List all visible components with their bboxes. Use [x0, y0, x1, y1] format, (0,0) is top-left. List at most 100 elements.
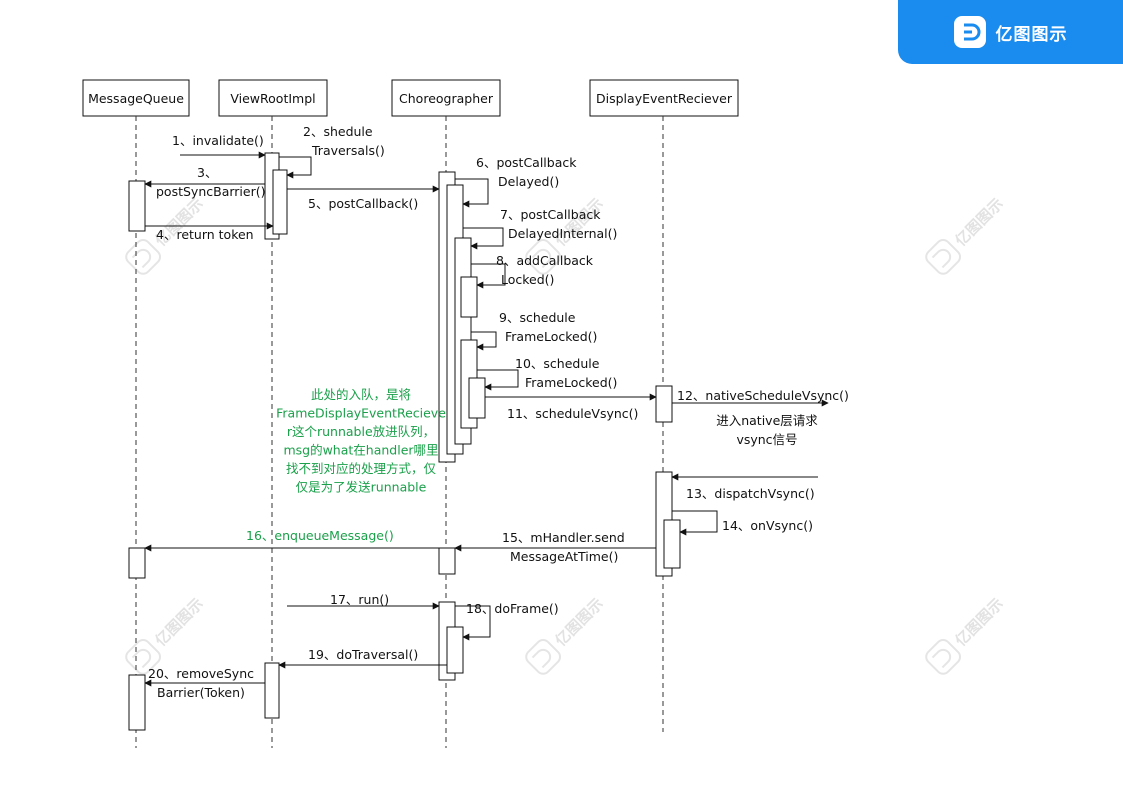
message-label-line: 10、schedule: [515, 356, 600, 371]
activation-bar: [460, 276, 478, 318]
message-label-line: 16、enqueueMessage(): [246, 528, 394, 543]
note-line: 找不到对应的处理方式，仅: [286, 461, 437, 476]
lifeline-label: DisplayEventReciever: [596, 91, 733, 106]
activation-bar: [663, 519, 681, 569]
message-label-line: 5、postCallback(): [308, 196, 418, 211]
edraw-watermark-icon: [925, 638, 962, 675]
message-label-line: 11、scheduleVsync(): [507, 406, 638, 421]
lifeline-vri: ViewRootImpl: [218, 79, 328, 748]
watermark-text: 亿图图示: [552, 195, 607, 250]
message-label-12: 12、nativeScheduleVsync(): [677, 388, 849, 403]
message-label-line: 18、doFrame(): [466, 601, 559, 616]
message-label-line: Delayed(): [498, 174, 559, 189]
activation-bar: [128, 674, 146, 731]
message-label-line: Traversals(): [311, 143, 385, 158]
message-label-line: 7、postCallback: [500, 207, 601, 222]
activation-bar: [264, 662, 280, 719]
lifeline-ch: Choreographer: [391, 79, 501, 748]
watermark-text: 亿图图示: [952, 595, 1007, 650]
message-label-line: Barrier(Token): [157, 685, 245, 700]
activation-bar: [438, 547, 456, 575]
activation-bar: [272, 169, 288, 235]
lifeline-head: [218, 79, 328, 117]
message-label-line: FrameLocked(): [505, 329, 597, 344]
note-line: 此处的入队，是将: [311, 387, 411, 402]
message-arrow-8: [471, 263, 506, 289]
message-label-line: 14、onVsync(): [722, 518, 813, 533]
message-arrow-14: [672, 510, 718, 536]
message-label-17: 17、run(): [330, 592, 389, 607]
message-label-line: MessageAtTime(): [510, 549, 618, 564]
message-arrow-6: [455, 178, 489, 208]
message-label-line: 4、return token: [156, 227, 254, 242]
lifeline-head: [82, 79, 190, 117]
message-label-1: 1、invalidate(): [172, 133, 264, 148]
lifeline-head: [391, 79, 501, 117]
note-line: r这个runnable放进队列，: [287, 424, 435, 439]
note-native-request: 进入native层请求 vsync信号: [716, 413, 818, 447]
message-arrow-9: [471, 331, 497, 351]
brand-name: 亿图图示: [995, 24, 1068, 45]
message-label-line: 2、shedule: [303, 124, 373, 139]
message-label-line: 1、invalidate(): [172, 133, 264, 148]
activation-bar: [128, 180, 146, 232]
watermark-text: 亿图图示: [952, 195, 1007, 250]
lifeline-label: MessageQueue: [88, 91, 184, 106]
message-label-line: 13、dispatchVsync(): [686, 486, 815, 501]
message-arrow-18: [455, 605, 491, 641]
edraw-watermark-icon: [925, 238, 962, 275]
lifeline-label: Choreographer: [399, 91, 494, 106]
edraw-watermark-icon: [525, 638, 562, 675]
note-line: 进入native层请求: [716, 413, 818, 428]
message-label-line: DelayedInternal(): [508, 226, 617, 241]
activation-bar: [128, 547, 146, 579]
activation-bar: [655, 385, 673, 423]
message-label-line: 19、doTraversal(): [308, 647, 418, 662]
message-arrow-2: [279, 156, 312, 179]
edraw-watermark-icon: [525, 238, 562, 275]
message-label-line: postSyncBarrier(): [156, 184, 265, 199]
watermark-text: 亿图图示: [152, 595, 207, 650]
message-label-line: 12、nativeScheduleVsync(): [677, 388, 849, 403]
message-arrow-10: [477, 369, 519, 391]
activation-bar: [446, 626, 464, 674]
message-label-line: 17、run(): [330, 592, 389, 607]
message-label-line: 15、mHandler.send: [502, 530, 625, 545]
watermark: 亿图图示: [925, 595, 1007, 675]
watermark-text: 亿图图示: [552, 595, 607, 650]
message-label-line: 20、removeSync: [148, 666, 254, 681]
lifeline-der: DisplayEventReciever: [589, 79, 739, 732]
message-label-3: 3、 postSyncBarrier(): [156, 165, 265, 199]
activation-bar: [468, 377, 486, 419]
message-label-19: 19、doTraversal(): [308, 647, 418, 662]
note-line: 仅是为了发送runnable: [296, 480, 427, 495]
message-label-4: 4、return token: [156, 227, 254, 242]
message-label-line: Locked(): [501, 272, 554, 287]
note-line: FrameDisplayEventRecieve: [276, 406, 446, 421]
message-label-14: 14、onVsync(): [722, 518, 813, 533]
lifeline-mq: MessageQueue: [82, 79, 190, 748]
message-label-11: 11、scheduleVsync(): [507, 406, 638, 421]
message-label-13: 13、dispatchVsync(): [686, 486, 815, 501]
note-runnable-explanation: 此处的入队，是将 FrameDisplayEventRecieve r这个runna…: [276, 387, 446, 495]
brand-badge: 亿图图示: [898, 0, 1123, 64]
note-line: vsync信号: [736, 432, 797, 447]
edraw-logo-icon: [953, 16, 986, 48]
message-label-line: 3、: [197, 165, 217, 180]
message-label-16: 16、enqueueMessage(): [246, 528, 394, 543]
message-label-18: 18、doFrame(): [466, 601, 559, 616]
message-label-line: 6、postCallback: [476, 155, 577, 170]
note-line: msg的what在handler哪里: [283, 443, 438, 458]
message-label-line: 8、addCallback: [496, 253, 594, 268]
edraw-watermark-icon: [125, 638, 162, 675]
watermark: 亿图图示: [925, 195, 1007, 275]
message-label-line: FrameLocked(): [525, 375, 617, 390]
message-label-line: 9、schedule: [499, 310, 576, 325]
